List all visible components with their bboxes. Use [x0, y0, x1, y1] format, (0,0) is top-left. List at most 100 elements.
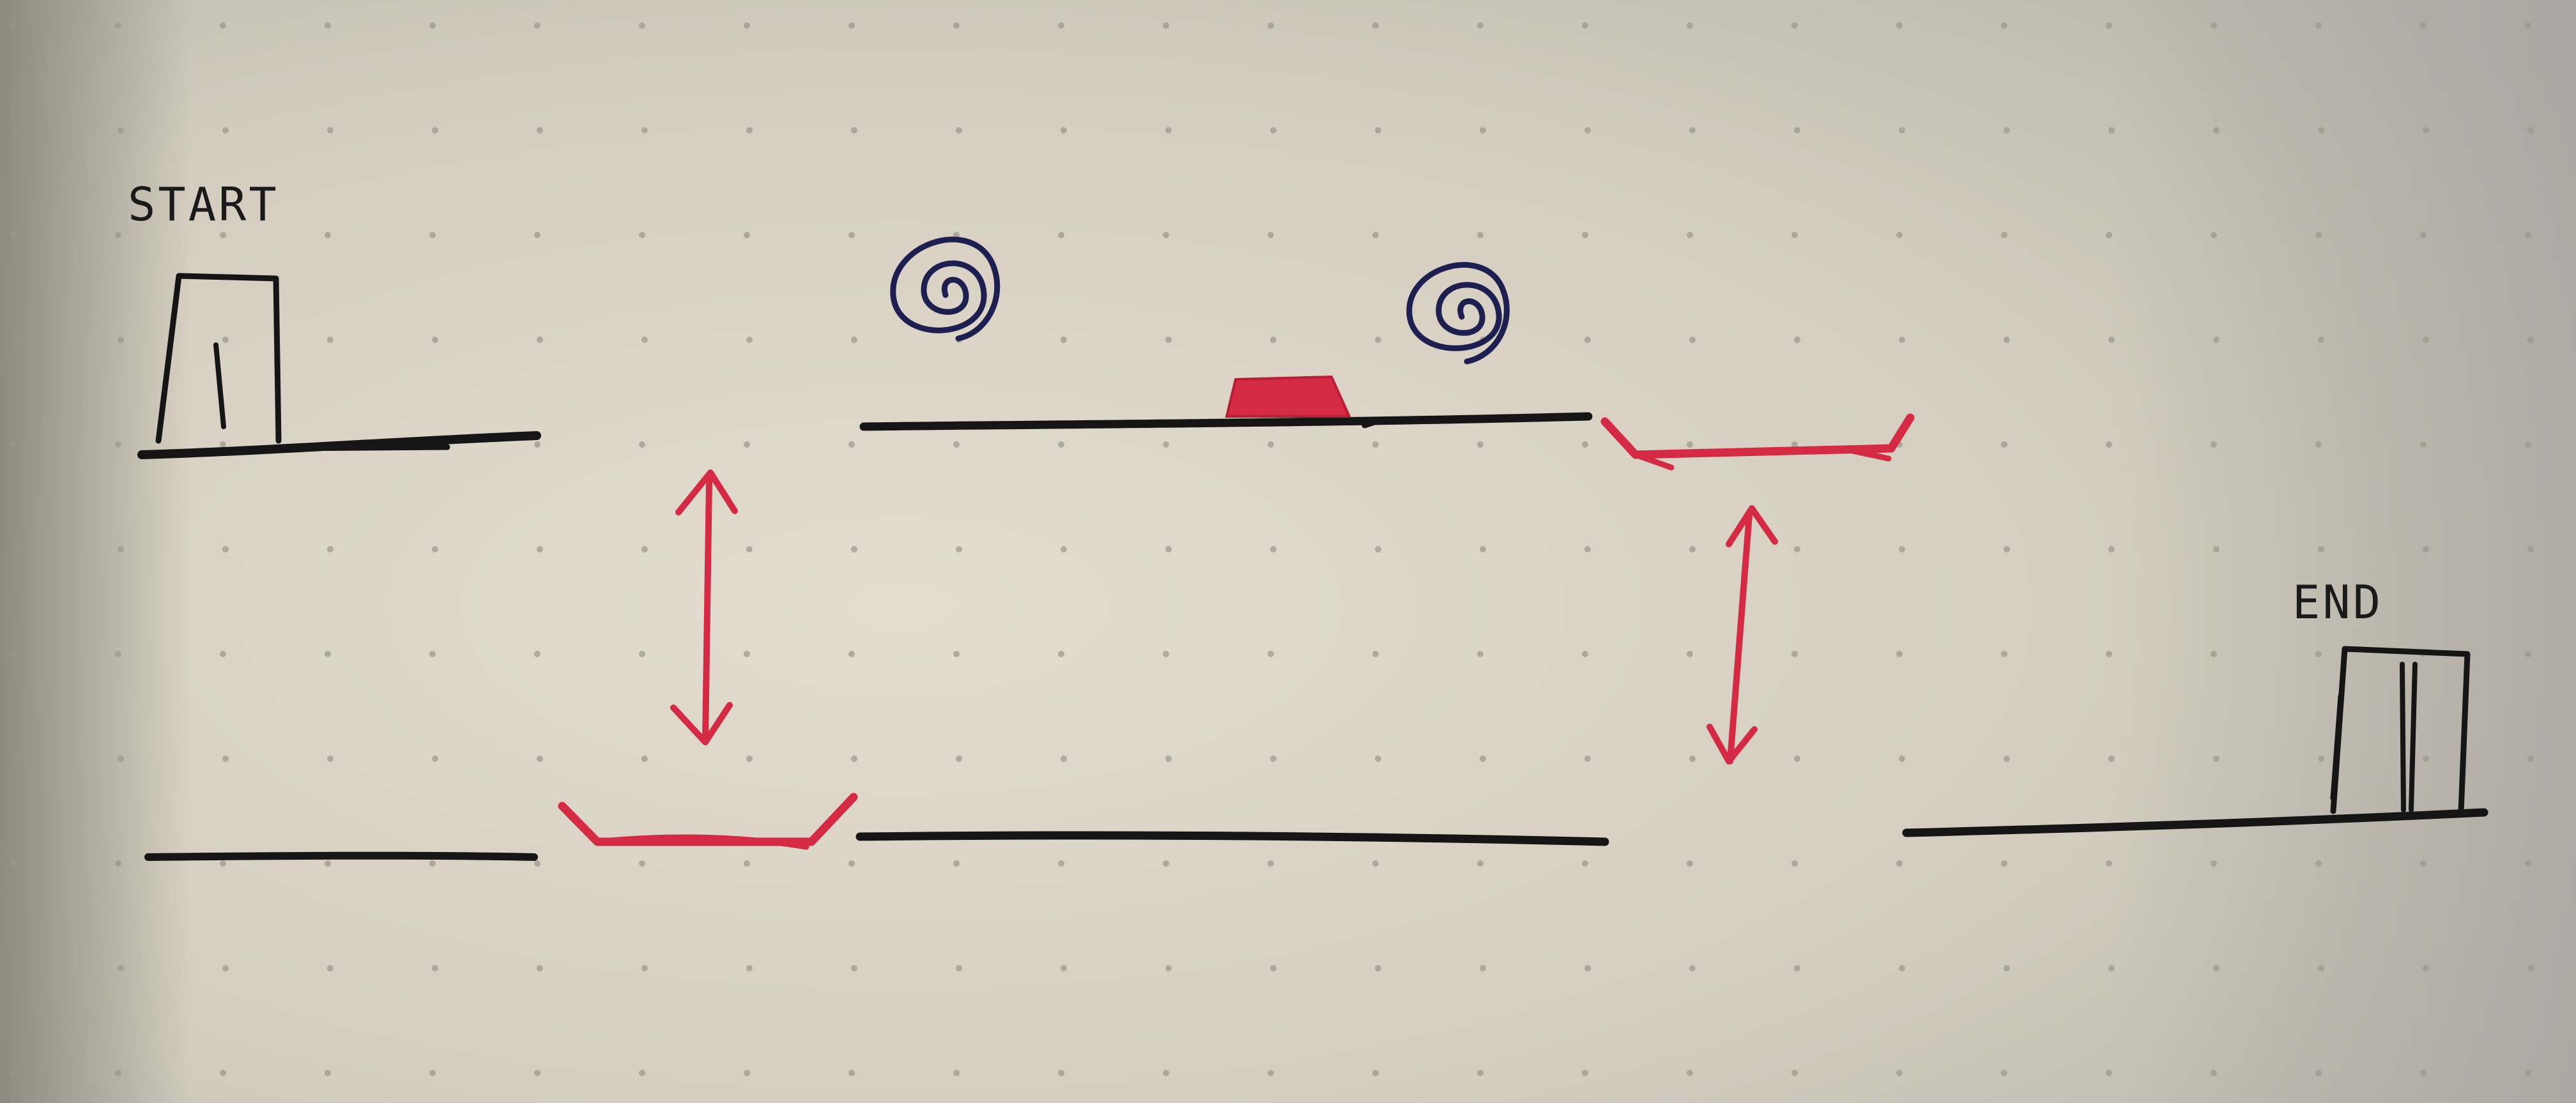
grid-dot — [1584, 546, 1591, 552]
grid-dot — [848, 22, 855, 29]
grid-dot — [533, 651, 540, 657]
grid-dot — [1165, 127, 1172, 133]
grid-dot — [2419, 860, 2426, 867]
grid-dot — [1372, 22, 1379, 29]
grid-dot — [1057, 651, 1064, 657]
grid-dot — [1374, 756, 1381, 762]
grid-dot — [1476, 232, 1483, 238]
grid-dot — [219, 860, 226, 867]
grid-dot — [1374, 127, 1381, 133]
grid-dot — [746, 965, 753, 971]
grid-dot — [1686, 1070, 1693, 1076]
grid-dot — [1476, 651, 1483, 657]
grid-dot — [2000, 22, 2007, 29]
grid-dot — [743, 22, 750, 29]
grid-dot — [12, 337, 19, 343]
grid-dot — [1374, 546, 1381, 552]
grid-dot — [746, 337, 753, 343]
grid-dot — [1584, 965, 1591, 971]
grid-dot — [1686, 860, 1693, 867]
grid-dot — [746, 546, 753, 552]
grid-dot — [1896, 22, 1903, 29]
grid-dot — [1898, 127, 1905, 133]
grid-dot — [1476, 860, 1483, 867]
grid-dot — [1584, 127, 1591, 133]
grid-dot — [1791, 22, 1798, 29]
grid-dot — [2000, 1070, 2007, 1076]
grid-dot — [1896, 651, 1903, 657]
grid-dot — [431, 546, 438, 552]
grid-dot — [431, 756, 438, 762]
grid-dot — [1162, 860, 1169, 867]
grid-dot — [1898, 546, 1905, 552]
grid-dot — [1374, 965, 1381, 971]
grid-dot — [850, 546, 857, 552]
grid-dot — [1269, 756, 1276, 762]
grid-dot — [533, 232, 540, 238]
grid-dot — [117, 127, 124, 133]
grid-dot — [1581, 860, 1588, 867]
grid-dot — [2212, 546, 2220, 552]
grid-dot — [2000, 651, 2007, 657]
grid-dot — [114, 1070, 121, 1076]
grid-dot — [1267, 232, 1274, 238]
grid-dot — [536, 127, 543, 133]
grid-dot — [1162, 1070, 1169, 1076]
grid-dot — [324, 860, 331, 867]
grid-dot — [1584, 337, 1591, 343]
grid-dot — [1791, 651, 1798, 657]
grid-dot — [1581, 651, 1588, 657]
grid-dot — [2000, 441, 2007, 448]
grid-dot — [638, 1070, 645, 1076]
grid-dot — [324, 232, 331, 238]
grid-dot — [117, 546, 124, 552]
grid-dot — [222, 965, 229, 971]
grid-dot — [12, 127, 19, 133]
grid-dot — [1060, 546, 1067, 552]
grid-dot — [1686, 651, 1693, 657]
grid-dot — [117, 337, 124, 343]
grid-dot — [850, 127, 857, 133]
grid-dot — [848, 441, 855, 448]
grid-dot — [1791, 1070, 1798, 1076]
grid-dot — [1791, 441, 1798, 448]
grid-dot — [10, 860, 17, 867]
grid-dot — [2315, 860, 2322, 867]
grid-dot — [2210, 22, 2217, 29]
grid-dot — [114, 22, 121, 29]
grid-dot — [324, 1070, 331, 1076]
grid-dot — [429, 860, 436, 867]
grid-dot — [641, 127, 648, 133]
grid-dot — [1057, 22, 1064, 29]
grid-dot — [1165, 965, 1172, 971]
grid-dot — [10, 22, 17, 29]
grid-dot — [746, 756, 753, 762]
grid-dot — [2210, 651, 2217, 657]
grid-dot — [2108, 965, 2115, 971]
grid-dot — [2524, 860, 2531, 867]
grid-dot — [2212, 756, 2220, 762]
grid-dot — [1686, 22, 1693, 29]
grid-dot — [641, 546, 648, 552]
grid-dot — [2315, 22, 2322, 29]
grid-dot — [1372, 860, 1379, 867]
start-label: START — [128, 178, 279, 231]
grid-dot — [114, 860, 121, 867]
grid-dot — [1479, 756, 1486, 762]
grid-dot — [850, 756, 857, 762]
grid-dot — [2317, 546, 2324, 552]
moving-platform-right — [1600, 413, 1915, 471]
grid-dot — [2315, 232, 2322, 238]
grid-dot — [2003, 965, 2010, 971]
grid-dot — [324, 22, 331, 29]
grid-dot — [1896, 860, 1903, 867]
grid-dot — [1479, 965, 1486, 971]
grid-dot — [2315, 651, 2322, 657]
grid-dot — [641, 756, 648, 762]
grid-dot — [1269, 965, 1276, 971]
grid-dot — [429, 651, 436, 657]
spiral-icon — [1406, 262, 1510, 365]
grid-dot — [2317, 756, 2324, 762]
grid-dot — [219, 651, 226, 657]
